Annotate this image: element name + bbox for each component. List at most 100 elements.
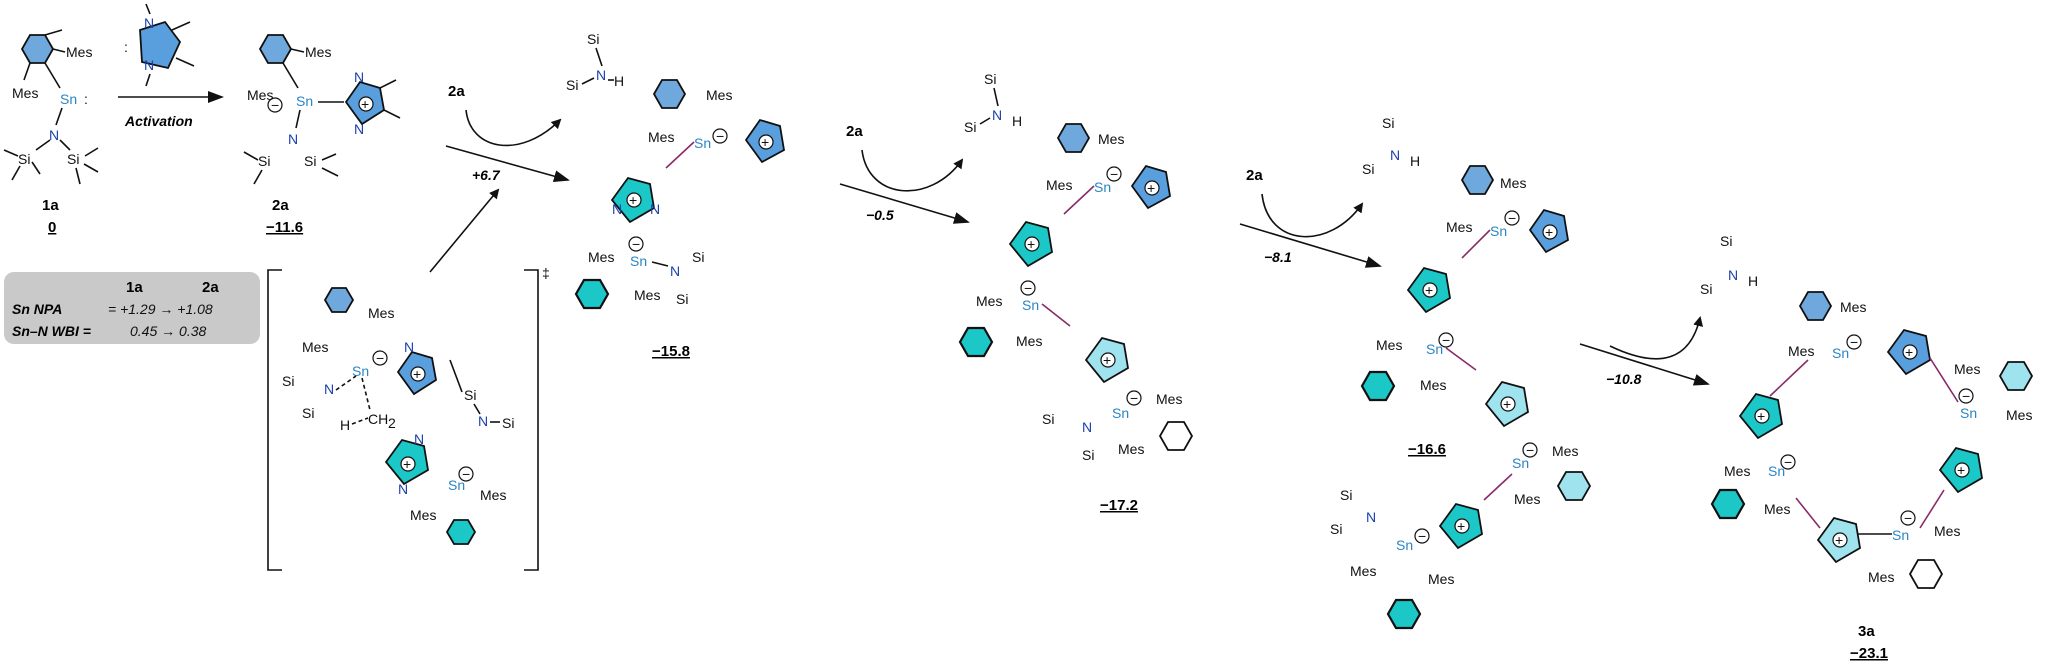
mes-label: Mes (480, 487, 506, 503)
plus-sign: + (1905, 344, 1913, 360)
n-atom: N (414, 431, 424, 447)
plus-sign: + (1103, 352, 1111, 368)
n-atom: N (992, 107, 1002, 123)
n-atom: N (288, 131, 298, 147)
ch2-group: CH (368, 411, 388, 427)
energy-3a: −23.1 (1850, 645, 1888, 662)
mes-label: Mes (1376, 337, 1402, 353)
info-row2-values: 0.45 → 0.38 (130, 323, 206, 339)
plus-sign: + (1457, 518, 1465, 534)
mes-label: Mes (247, 87, 273, 103)
si-atom: Si (1330, 521, 1342, 537)
ch2-subscript: 2 (388, 415, 396, 431)
si-atom: Si (464, 387, 476, 403)
n-atom: N (670, 263, 680, 279)
step3-energy: −8.1 (1264, 249, 1292, 265)
mes-label: Mes (1954, 361, 1980, 377)
sn-atom: Sn (1396, 537, 1413, 553)
mes-label: Mes (588, 249, 614, 265)
h-atom: H (1410, 153, 1420, 169)
minus-sign: − (632, 236, 640, 252)
step-2: 2a −0.5 Si N H Si (839, 71, 1022, 224)
plus-sign: + (1757, 408, 1765, 424)
step3-curved-arrow (1261, 193, 1364, 238)
si-atom: Si (258, 153, 270, 169)
si-atom: Si (502, 415, 514, 431)
si-atom: Si (1382, 115, 1394, 131)
minus-sign: − (1508, 210, 1516, 226)
mes-label: Mes (1788, 343, 1814, 359)
sn-atom: Sn (296, 93, 313, 109)
sn-atom: Sn (630, 253, 647, 269)
mes-label: Mes (1046, 177, 1072, 193)
step2-energy: −0.5 (866, 207, 894, 223)
minus-sign: − (271, 97, 279, 113)
mes-label: Mes (12, 85, 38, 101)
mes-label: Mes (1764, 501, 1790, 517)
mes-label: Mes (1016, 333, 1042, 349)
step1-energy: +6.7 (472, 167, 501, 183)
h-atom: H (340, 417, 350, 433)
mes-label: Mes (1420, 377, 1446, 393)
ts-mark: ‡ (542, 265, 550, 281)
si-atom: Si (302, 405, 314, 421)
sn-atom: Sn (1094, 179, 1111, 195)
mes-label: Mes (1098, 131, 1124, 147)
sn-atom: Sn (1022, 297, 1039, 313)
n-atom: N (596, 67, 606, 83)
sn-atom: Sn (1490, 223, 1507, 239)
n-atom: N (404, 339, 414, 355)
step1-arrow (445, 145, 570, 183)
si-atom: Si (67, 151, 79, 167)
mes-label: Mes (1840, 299, 1866, 315)
n-atom: N (49, 127, 59, 143)
si-atom: Si (566, 77, 578, 93)
n-atom: N (144, 57, 154, 73)
n-atom: N (354, 121, 364, 137)
ts-bracket-right (524, 269, 539, 571)
compound-2a: Mes Mes − Sn + N N N Si Si 2a −11.6 (243, 34, 401, 236)
n-atom: N (1728, 267, 1738, 283)
plus-sign: + (403, 456, 411, 472)
intermediate-dimer: Mes Mes Sn − + + N N Sn − Mes Mes N Si S… (574, 79, 785, 360)
minus-sign: − (462, 466, 470, 482)
info-box-background (4, 272, 260, 344)
energy-trimer: −17.2 (1100, 497, 1138, 514)
energy-tetramer: −16.6 (1408, 441, 1446, 458)
step-1: 2a +6.7 Si N H Si (445, 31, 624, 183)
si-atom: Si (18, 151, 30, 167)
mes-label: Mes (1428, 571, 1454, 587)
mes-label: Mes (1552, 443, 1578, 459)
minus-sign: − (1850, 334, 1858, 350)
sn-atom: Sn (1832, 345, 1849, 361)
mes-label: Mes (2006, 407, 2032, 423)
sn-atom: Sn (1960, 405, 1977, 421)
step4-curved-arrow (1609, 316, 1704, 360)
ts-bracket-left (267, 269, 282, 571)
lone-pair: : (84, 91, 88, 107)
minus-sign: − (716, 128, 724, 144)
step3-arrow (1239, 223, 1382, 268)
si-atom: Si (692, 249, 704, 265)
minus-sign: − (1110, 166, 1118, 182)
step1-reagent: 2a (448, 83, 465, 100)
free-nhc: N N : (124, 3, 195, 87)
sn-atom: Sn (352, 363, 369, 379)
mes-label: Mes (1156, 391, 1182, 407)
info-col-1a: 1a (126, 279, 143, 296)
sn-atom: Sn (1892, 527, 1909, 543)
si-atom: Si (304, 153, 316, 169)
minus-sign: − (1962, 388, 1970, 404)
step4-energy: −10.8 (1606, 371, 1642, 387)
intermediate-trimer: Mes Mes Sn − + + Sn − Mes Mes + Sn − Mes… (958, 123, 1194, 514)
step-4: −10.8 Si N H Si (1579, 233, 1758, 387)
step3-reagent: 2a (1246, 167, 1263, 184)
compound-3a: Mes Mes Sn − + Sn − Mes Mes + Sn − Mes M… (1710, 291, 2034, 662)
si-atom: Si (984, 71, 996, 87)
n-atom: N (144, 15, 154, 31)
plus-sign: + (1835, 532, 1843, 548)
minus-sign: − (1130, 390, 1138, 406)
h-atom: H (614, 73, 624, 89)
info-box: 1a 2a Sn NPA = +1.29 → +1.08 Sn–N WBI = … (4, 272, 260, 344)
